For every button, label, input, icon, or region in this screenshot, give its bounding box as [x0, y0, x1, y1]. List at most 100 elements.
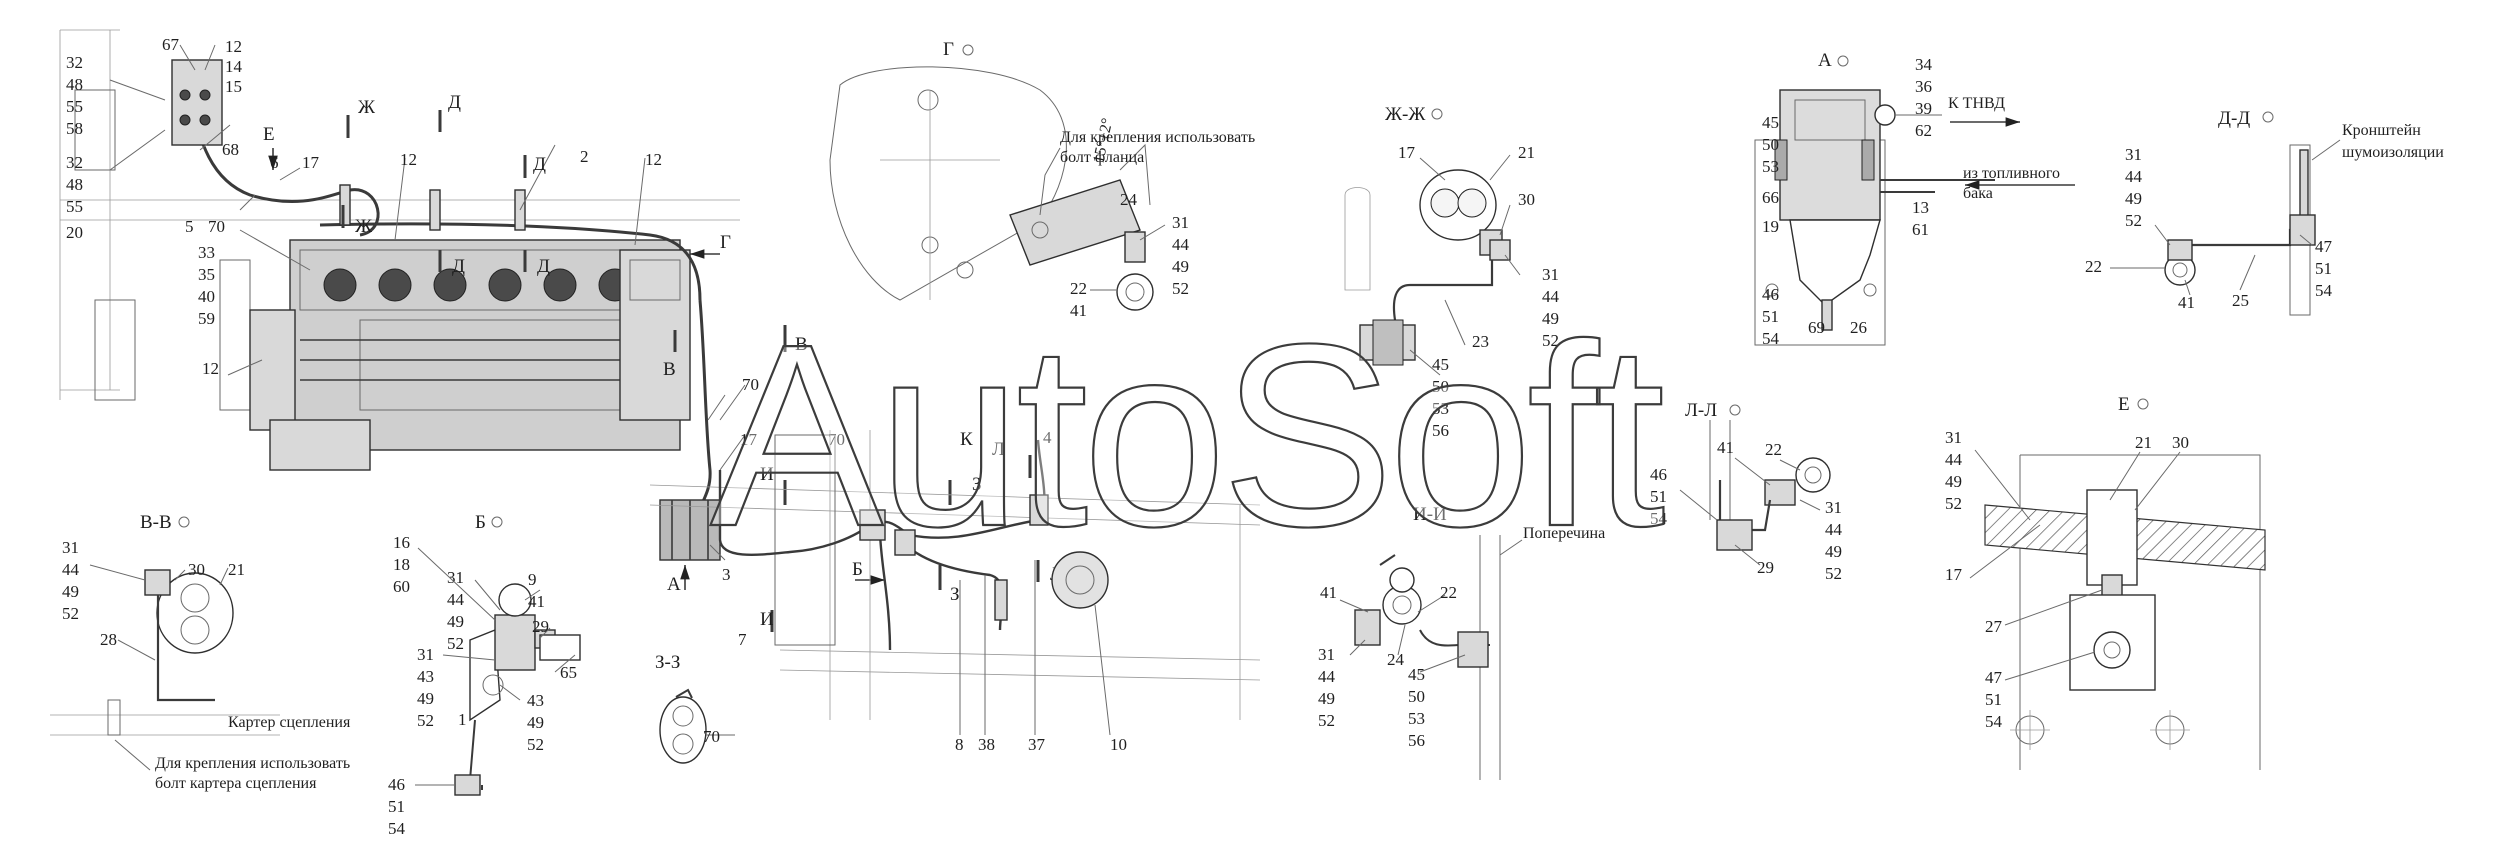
label-43-b2: 43	[417, 667, 434, 686]
note-clutch-bolt-1: Для крепления использовать	[155, 755, 350, 772]
label-49-b: 49	[447, 612, 464, 631]
label-31-ii: 31	[1318, 645, 1335, 664]
label-50-a: 50	[1762, 135, 1779, 154]
label-17-zh: 17	[1398, 143, 1416, 162]
mark-v-right: В	[795, 334, 808, 355]
mark-b: Б	[852, 559, 863, 580]
mark-i-bottom: И	[760, 609, 774, 630]
label-54-b: 54	[388, 819, 406, 838]
view-zh-zh: Ж-Ж 17 21 30 31 44 49 52 23 45 50 53 56	[1344, 104, 1560, 440]
view-g-title: Г	[943, 39, 954, 60]
label-29-ll: 29	[1757, 558, 1774, 577]
view-ii-title: И-И	[1413, 504, 1447, 525]
label-32b: 32	[66, 153, 83, 172]
label-68: 68	[222, 140, 239, 159]
label-51-ll: 51	[1650, 487, 1667, 506]
label-47-e: 47	[1985, 668, 2003, 687]
note-from-tank-1: из топливного	[1963, 165, 2060, 182]
label-70a: 70	[208, 217, 225, 236]
label-34: 34	[1915, 55, 1933, 74]
label-53-a: 53	[1762, 157, 1779, 176]
label-32: 32	[66, 53, 83, 72]
label-25: 25	[2232, 291, 2249, 310]
label-23: 23	[1472, 332, 1489, 351]
label-49-dd: 49	[2125, 189, 2142, 208]
label-3: 3	[722, 565, 731, 584]
label-14: 14	[225, 57, 243, 76]
label-70b: 70	[742, 375, 759, 394]
label-54-e: 54	[1985, 712, 2003, 731]
label-58: 58	[66, 119, 83, 138]
label-24-g: 24	[1120, 190, 1138, 209]
label-41-b: 41	[528, 592, 545, 611]
label-53-ii: 53	[1408, 709, 1425, 728]
mark-l-top: Л	[992, 439, 1005, 460]
note-flange-bolt-1: Для крепления использовать	[1060, 129, 1255, 146]
label-18: 18	[393, 555, 410, 574]
label-52-e: 52	[1945, 494, 1962, 513]
label-40: 40	[198, 287, 215, 306]
label-31-vv: 31	[62, 538, 79, 557]
view-l-l: Л-Л 41 22 46 51 54 31 44 49 52 29	[1650, 400, 1843, 583]
label-13: 13	[1912, 198, 1929, 217]
label-12c: 12	[202, 359, 219, 378]
label-22-dd: 22	[2085, 257, 2102, 276]
label-31-g: 31	[1172, 213, 1189, 232]
label-24-ii: 24	[1387, 650, 1405, 669]
label-52-b3: 52	[527, 735, 544, 754]
chassis-routing-view	[649, 430, 1261, 736]
label-12: 12	[225, 37, 242, 56]
view-vv-title: В-В	[140, 512, 172, 533]
label-37: 37	[1028, 735, 1046, 754]
label-48: 48	[66, 75, 83, 94]
label-51-b: 51	[388, 797, 405, 816]
label-52-vv: 52	[62, 604, 79, 623]
view-g: Г 15°±2° Для крепления использовать болт…	[829, 39, 1255, 320]
view-ll-title: Л-Л	[1685, 400, 1717, 421]
mark-e: Е	[263, 124, 275, 145]
main-view-labels: 67 12 14 15 32 48 55 58 32 48 55 20 68 6…	[66, 35, 1127, 754]
label-54-a: 54	[1762, 329, 1780, 348]
mark-a: А	[667, 574, 681, 595]
label-49-ll: 49	[1825, 542, 1842, 561]
label-44-zh: 44	[1542, 287, 1560, 306]
label-30-zh: 30	[1518, 190, 1535, 209]
label-55: 55	[66, 97, 83, 116]
label-35: 35	[198, 265, 215, 284]
label-38: 38	[978, 735, 995, 754]
label-45-zh: 45	[1432, 355, 1449, 374]
label-1: 1	[458, 710, 467, 729]
label-44-e: 44	[1945, 450, 1963, 469]
mark-d-low1: Д	[452, 256, 465, 277]
label-46-a: 46	[1762, 285, 1779, 304]
label-46-ll: 46	[1650, 465, 1667, 484]
label-49-b3: 49	[527, 713, 544, 732]
label-10: 10	[1110, 735, 1127, 754]
label-52-ii: 52	[1318, 711, 1335, 730]
note-from-tank-2: бака	[1963, 185, 1993, 202]
label-49-g: 49	[1172, 257, 1189, 276]
label-17-e: 17	[1945, 565, 1963, 584]
main-engine-view	[59, 29, 740, 561]
label-30-vv: 30	[188, 560, 205, 579]
label-27: 27	[1985, 617, 2003, 636]
view-zz-title: З-З	[655, 652, 680, 673]
label-49-e: 49	[1945, 472, 1962, 491]
label-51-a: 51	[1762, 307, 1779, 326]
label-4: 4	[1043, 428, 1052, 447]
view-z-z: З-З 70	[655, 652, 735, 764]
mark-g: Г	[720, 232, 731, 253]
label-22-ll: 22	[1765, 440, 1782, 459]
view-a-title: А	[1818, 50, 1832, 71]
mark-k: К	[960, 429, 973, 450]
label-21-vv: 21	[228, 560, 245, 579]
label-44-dd: 44	[2125, 167, 2143, 186]
section-marks: Ж Д Д Е Ж Д Д Г В В И И К Л Л З З Б А	[263, 92, 1063, 632]
label-52-b: 52	[447, 634, 464, 653]
label-48b: 48	[66, 175, 83, 194]
label-12b: 12	[645, 150, 662, 169]
label-12a: 12	[400, 150, 417, 169]
label-20: 20	[66, 223, 83, 242]
label-41-dd: 41	[2178, 293, 2195, 312]
label-33: 33	[198, 243, 215, 262]
